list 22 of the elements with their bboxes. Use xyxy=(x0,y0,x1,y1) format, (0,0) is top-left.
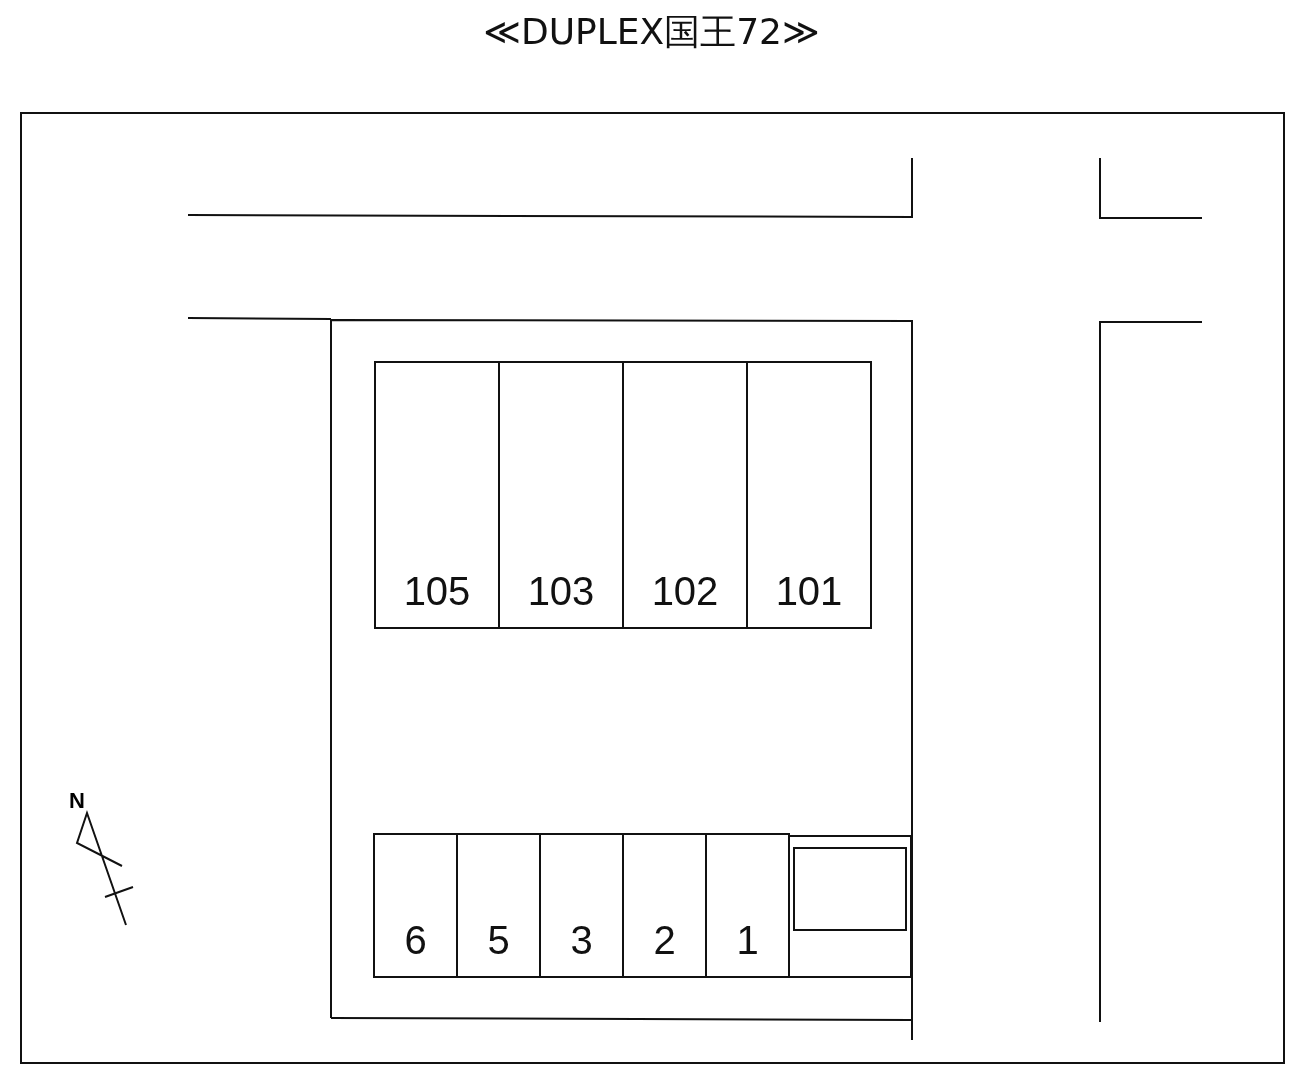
unit-number: 6 xyxy=(404,920,427,964)
apartment-unit xyxy=(622,361,748,629)
storage-box xyxy=(793,847,907,931)
unit-number: 105 xyxy=(403,571,471,615)
unit-number: 3 xyxy=(570,920,593,964)
apartment-unit xyxy=(498,361,624,629)
parking-space xyxy=(622,833,707,978)
unit-number: 101 xyxy=(775,571,843,615)
apartment-unit xyxy=(374,361,500,629)
unit-number: 103 xyxy=(527,571,595,615)
parking-space xyxy=(456,833,541,978)
parking-space xyxy=(539,833,624,978)
unit-number: 102 xyxy=(651,571,719,615)
parking-space xyxy=(373,833,458,978)
north-label: N xyxy=(69,790,85,812)
apartment-unit xyxy=(746,361,872,629)
unit-number: 2 xyxy=(653,920,676,964)
parking-space xyxy=(788,835,912,978)
title: ≪DUPLEX国王72≫ xyxy=(483,12,820,52)
parking-space xyxy=(705,833,790,978)
unit-number: 1 xyxy=(736,920,759,964)
unit-number: 5 xyxy=(487,920,510,964)
